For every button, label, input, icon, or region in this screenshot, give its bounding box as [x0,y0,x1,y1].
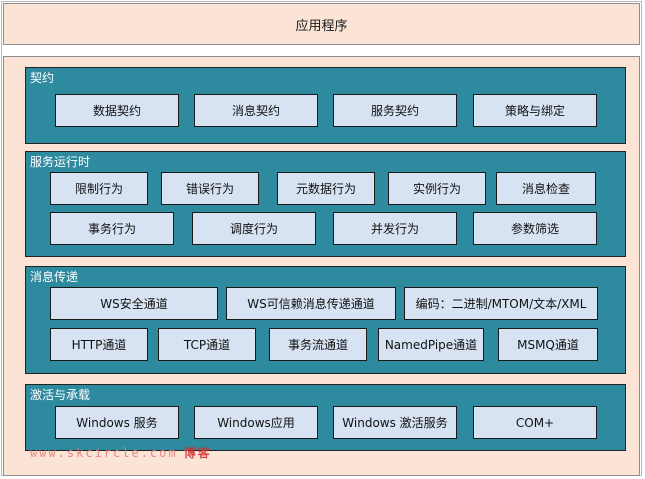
channel-ws-security: WS安全通道 [50,287,218,320]
contract-item-policy-binding: 策略与绑定 [473,94,597,127]
service-runtime-layer: 服务运行时 限制行为 错误行为 元数据行为 实例行为 消息检查 事务行为 调度行… [25,151,626,257]
contract-layer-title: 契约 [30,71,55,85]
messaging-layer-title: 消息传递 [30,270,79,284]
contract-item-data: 数据契约 [55,94,179,127]
runtime-item-message-inspection: 消息检查 [496,172,596,205]
hosting-layer-title: 激活与承载 [30,388,91,402]
hosting-item-windows-service: Windows 服务 [55,406,179,439]
channel-ws-reliable-messaging: WS可信赖消息传递通道 [226,287,396,320]
hosting-layer: 激活与承载 Windows 服务 Windows应用 Windows 激活服务 … [25,384,626,451]
runtime-item-error: 错误行为 [161,172,259,205]
runtime-item-throttling: 限制行为 [50,172,148,205]
runtime-item-metadata: 元数据行为 [277,172,375,205]
contract-item-service: 服务契约 [333,94,457,127]
watermark-url: www.skcircle.com [30,446,178,460]
service-runtime-layer-title: 服务运行时 [30,155,91,169]
wcf-architecture-container: 契约 数据契约 消息契约 服务契约 策略与绑定 服务运行时 限制行为 错误行为 … [3,56,640,476]
watermark-text: 博客 [183,446,212,460]
hosting-item-com-plus: COM+ [473,406,597,439]
channel-tcp: TCP通道 [158,328,256,361]
contract-item-message: 消息契约 [194,94,318,127]
runtime-item-parameter-filter: 参数筛选 [473,212,597,245]
runtime-item-concurrency: 并发行为 [333,212,457,245]
application-label: 应用程序 [295,18,348,34]
channel-named-pipe: NamedPipe通道 [378,328,484,361]
channel-http: HTTP通道 [50,328,148,361]
application-layer: 应用程序 [3,3,640,45]
channel-msmq: MSMQ通道 [498,328,598,361]
channel-encoding: 编码：二进制/MTOM/文本/XML [404,287,598,320]
messaging-layer: 消息传递 WS安全通道 WS可信赖消息传递通道 编码：二进制/MTOM/文本/X… [25,266,626,374]
channel-transaction-flow: 事务流通道 [269,328,367,361]
hosting-item-windows-app: Windows应用 [194,406,318,439]
runtime-item-transaction: 事务行为 [50,212,174,245]
watermark: www.skcircle.com 博客 [30,444,212,461]
runtime-item-instance: 实例行为 [388,172,486,205]
contract-layer: 契约 数据契约 消息契约 服务契约 策略与绑定 [25,67,626,144]
hosting-item-was: Windows 激活服务 [333,406,457,439]
runtime-item-dispatch: 调度行为 [192,212,316,245]
